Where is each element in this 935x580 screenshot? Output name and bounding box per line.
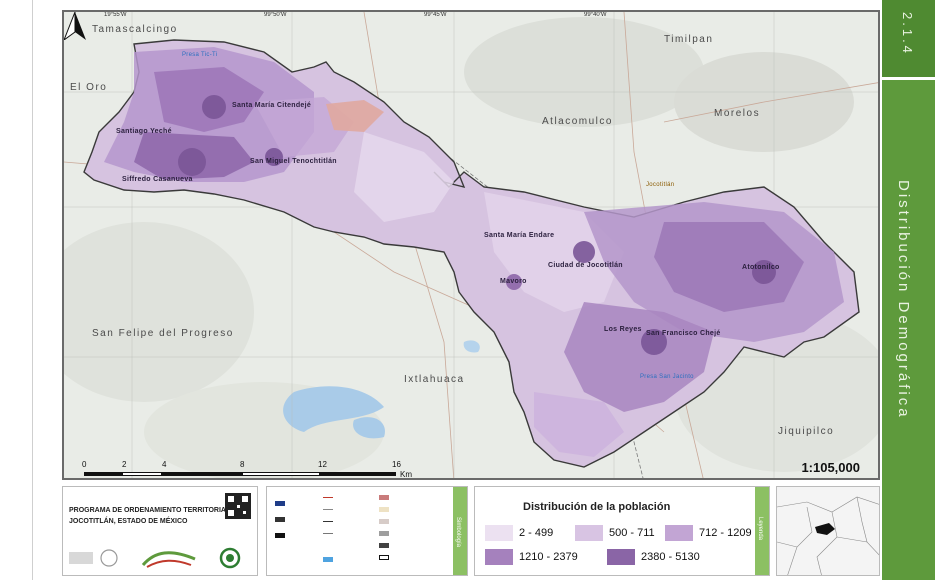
- locality-label: Los Reyes: [604, 326, 642, 333]
- legend-tab[interactable]: Leyenda: [755, 487, 769, 575]
- scale-unit: Km: [400, 470, 412, 479]
- symbology-tab[interactable]: Simbología: [453, 487, 467, 575]
- scale-bar: 0 2 4 8 12 16 Km: [82, 460, 422, 479]
- north-arrow-icon: [64, 12, 86, 40]
- scale-tick: 8: [240, 460, 245, 469]
- government-seal-icon: [69, 547, 129, 569]
- place-label: El Oro: [70, 82, 108, 93]
- locality-label: Mavoro: [500, 278, 527, 285]
- map-footer: PROGRAMA DE ORDENAMIENTO TERRITORIAL JOC…: [62, 486, 880, 578]
- place-label: Ixtlahuaca: [404, 374, 465, 385]
- legend-swatch: [607, 549, 635, 565]
- lake-shape: [283, 386, 384, 432]
- institution-logos: [69, 545, 253, 571]
- legend-class-label: 1210 - 2379: [519, 551, 578, 563]
- place-label: Timilpan: [664, 34, 714, 45]
- locality-label: Santa María Citendejé: [232, 102, 312, 109]
- place-label: Jiquipilco: [778, 426, 835, 437]
- legend-swatch: [485, 525, 513, 541]
- locality-label: Atotonilco: [742, 264, 780, 271]
- locality-label: Santa María Endare: [484, 232, 555, 239]
- municipal-emblem-icon: [217, 547, 243, 569]
- section-code: 2.1.4: [900, 12, 915, 56]
- legend-swatch: [665, 525, 693, 541]
- program-title-line1: PROGRAMA DE ORDENAMIENTO TERRITORIAL: [69, 507, 231, 514]
- municipality-location-marker: [815, 523, 835, 535]
- legend-class-label: 2380 - 5130: [641, 551, 700, 563]
- place-label: Morelos: [714, 108, 761, 119]
- locality-label: San Miguel Tenochtitlán: [250, 158, 337, 165]
- program-box: PROGRAMA DE ORDENAMIENTO TERRITORIAL JOC…: [62, 486, 258, 576]
- legend-tab-label: Leyenda: [757, 517, 763, 541]
- legend-title: Distribución de la población: [523, 501, 671, 513]
- graticule-label: 99°40'W: [584, 12, 607, 18]
- scale-tick: 12: [318, 460, 327, 469]
- locality-label: San Francisco Chejé: [646, 330, 721, 337]
- symbology-tab-label: Simbología: [455, 517, 461, 548]
- graticule-label: 99°45'W: [424, 12, 447, 18]
- graticule-label: 19°55'W: [104, 12, 127, 18]
- scale-ratio: 1:105,000: [801, 460, 860, 475]
- scale-tick: 0: [82, 460, 87, 469]
- place-label: Tamascalcingo: [92, 24, 178, 35]
- scale-tick: 4: [162, 460, 167, 469]
- locality-label: Siffredo Casanueva: [122, 176, 193, 183]
- location-inset-map[interactable]: [776, 486, 880, 576]
- place-label: Atlacomulco: [542, 116, 613, 127]
- legend-class-label: 500 - 711: [609, 527, 655, 539]
- water-label: Presa San Jacinto: [640, 374, 694, 380]
- town-label: Jocotitlán: [646, 182, 675, 188]
- section-band: 2.1.4 Distribución Demográfica: [882, 0, 935, 580]
- jocotitlan-logo-icon: [141, 547, 197, 569]
- location-inset-svg: [777, 487, 879, 575]
- scale-tick: 2: [122, 460, 127, 469]
- map-canvas[interactable]: 19°55'W 99°50'W 99°45'W 99°40'W Tamascal…: [62, 10, 880, 480]
- place-label: San Felipe del Progreso: [92, 328, 234, 339]
- map-svg: [64, 12, 878, 478]
- scale-tick: 16: [392, 460, 401, 469]
- legend-class-label: 712 - 1209: [699, 527, 752, 539]
- qr-code-icon[interactable]: [225, 493, 251, 519]
- program-title-line2: JOCOTITLÁN, ESTADO DE MÉXICO: [69, 518, 188, 525]
- water-label: Presa Tic-Ti: [182, 52, 218, 58]
- symbology-box: Simbología: [266, 486, 468, 576]
- locality-label: Ciudad de Jocotitlán: [548, 262, 623, 269]
- section-title: Distribución Demográfica: [895, 180, 912, 420]
- legend-swatch: [485, 549, 513, 565]
- legend-box: Distribución de la población 2 - 499 500…: [474, 486, 770, 576]
- locality-label: Santiago Yeché: [116, 128, 172, 135]
- graticule-label: 99°50'W: [264, 12, 287, 18]
- legend-swatch: [575, 525, 603, 541]
- legend-class-label: 2 - 499: [519, 527, 554, 539]
- section-code-strip: 2.1.4: [882, 0, 935, 80]
